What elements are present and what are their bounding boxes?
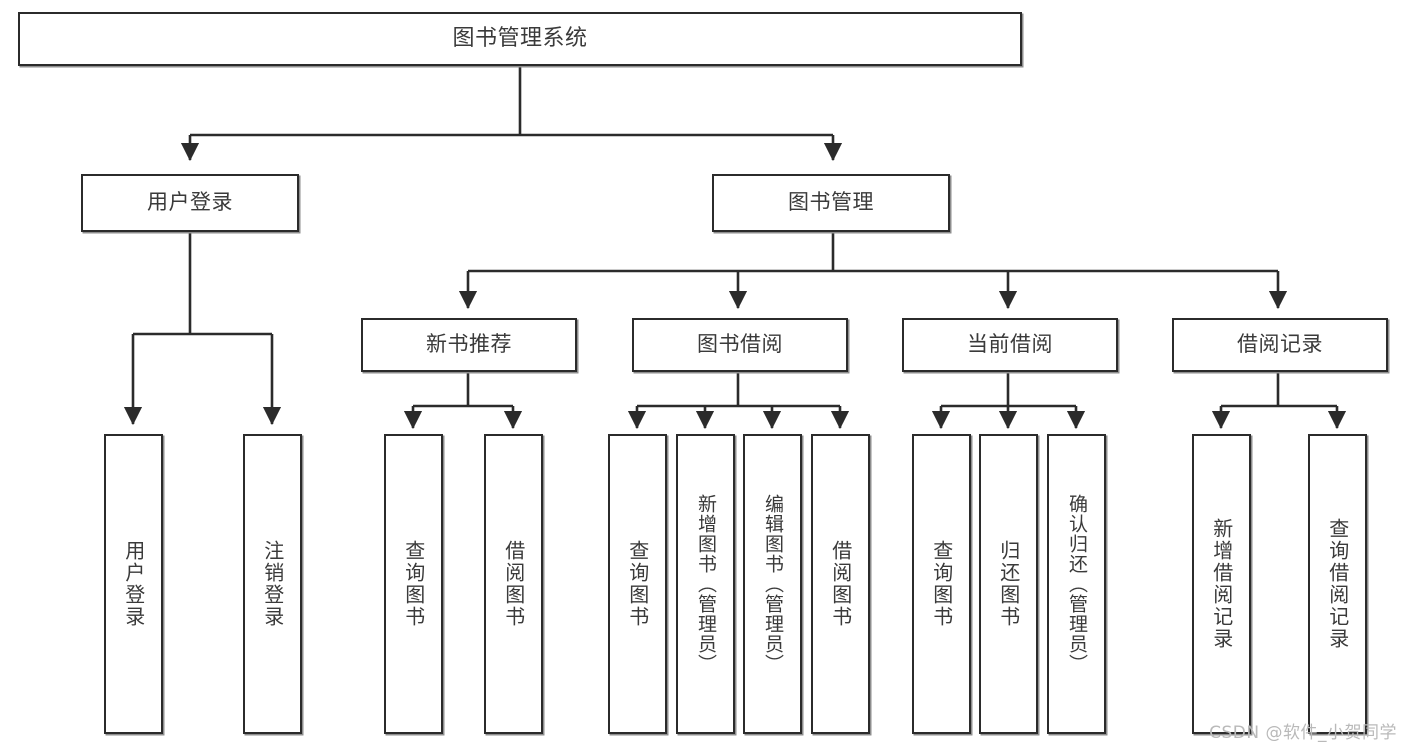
leaf-user-login-login[interactable]: 用户登录 <box>104 434 163 734</box>
csdn-watermark: CSDN @软件_小贺同学 <box>1209 723 1397 743</box>
leaf-borrow-edit-book[interactable]: 编辑图书（管理员） <box>743 434 802 734</box>
node-borrow-record[interactable]: 借阅记录 <box>1172 318 1388 372</box>
leaf-user-login-logout-label: 注销登录 <box>260 540 285 628</box>
leaf-current-query-book-label: 查询图书 <box>929 540 954 628</box>
node-user-login-label: 用户登录 <box>147 190 233 215</box>
leaf-record-query-label: 查询借阅记录 <box>1325 518 1350 650</box>
leaf-borrow-add-book-label: 新增图书（管理员） <box>695 494 718 674</box>
leaf-record-add[interactable]: 新增借阅记录 <box>1192 434 1251 734</box>
node-book-borrow[interactable]: 图书借阅 <box>632 318 848 372</box>
leaf-borrow-add-book[interactable]: 新增图书（管理员） <box>676 434 735 734</box>
leaf-record-add-label: 新增借阅记录 <box>1209 518 1234 650</box>
leaf-user-login-logout[interactable]: 注销登录 <box>243 434 302 734</box>
node-book-management[interactable]: 图书管理 <box>712 174 950 232</box>
leaf-current-return-book[interactable]: 归还图书 <box>979 434 1038 734</box>
leaf-current-confirm-return-label: 确认归还（管理员） <box>1066 494 1089 674</box>
leaf-new-book-borrow[interactable]: 借阅图书 <box>484 434 543 734</box>
node-new-book-recommend[interactable]: 新书推荐 <box>361 318 577 372</box>
node-current-borrow-label: 当前借阅 <box>967 332 1053 357</box>
node-book-management-label: 图书管理 <box>788 190 874 215</box>
leaf-current-query-book[interactable]: 查询图书 <box>912 434 971 734</box>
leaf-new-book-query-label: 查询图书 <box>401 540 426 628</box>
leaf-borrow-query-book[interactable]: 查询图书 <box>608 434 667 734</box>
node-user-login[interactable]: 用户登录 <box>81 174 299 232</box>
leaf-borrow-borrow-book-label: 借阅图书 <box>828 540 853 628</box>
leaf-new-book-query[interactable]: 查询图书 <box>384 434 443 734</box>
leaf-record-query[interactable]: 查询借阅记录 <box>1308 434 1367 734</box>
node-root-label: 图书管理系统 <box>452 25 588 51</box>
node-root[interactable]: 图书管理系统 <box>18 12 1022 66</box>
node-current-borrow[interactable]: 当前借阅 <box>902 318 1118 372</box>
leaf-current-return-book-label: 归还图书 <box>996 540 1021 628</box>
node-new-book-recommend-label: 新书推荐 <box>426 332 512 357</box>
leaf-current-confirm-return[interactable]: 确认归还（管理员） <box>1047 434 1106 734</box>
node-borrow-record-label: 借阅记录 <box>1237 332 1323 357</box>
leaf-borrow-borrow-book[interactable]: 借阅图书 <box>811 434 870 734</box>
leaf-borrow-query-book-label: 查询图书 <box>625 540 650 628</box>
leaf-user-login-login-label: 用户登录 <box>121 540 146 628</box>
leaf-new-book-borrow-label: 借阅图书 <box>501 540 526 628</box>
leaf-borrow-edit-book-label: 编辑图书（管理员） <box>762 494 785 674</box>
node-book-borrow-label: 图书借阅 <box>697 332 783 357</box>
